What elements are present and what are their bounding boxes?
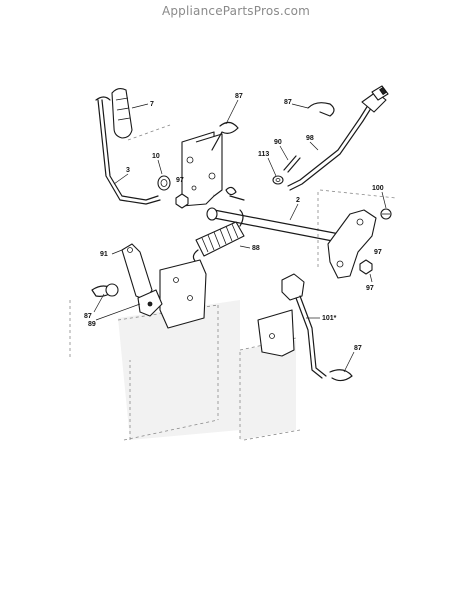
spring-washer[interactable] [157,175,171,191]
hairpin-clip-lower-right[interactable] [329,369,353,382]
flange-bolt[interactable] [380,208,392,220]
lift-lever-rod[interactable] [95,96,161,205]
callout-90: 90 [274,139,282,146]
callout-87-lower-right: 87 [354,345,362,352]
watermark: AppliancePartsPros.com [161,4,311,18]
callout-98: 98 [306,135,314,142]
callout-97-lower: 97 [366,285,374,292]
extension-spring[interactable] [192,209,245,263]
callout-labels: 7 87 87 98 90 113 10 97 3 100 2 97 88 97… [84,93,384,352]
callout-3: 3 [126,167,130,174]
callout-113: 113 [258,151,269,158]
lower-lever-with-switch[interactable] [281,273,327,379]
bell-crank-right[interactable] [327,209,377,279]
hairpin-clip-rod[interactable] [307,102,335,117]
callout-87-top: 87 [235,93,243,100]
lift-handle-grip[interactable] [111,87,133,139]
callout-100: 100 [372,185,384,192]
leader-lines [93,99,387,373]
callout-91: 91 [100,251,108,258]
callout-97-upper: 97 [176,177,184,184]
callout-88: 88 [252,245,260,252]
hairpin-clip-lower-left[interactable] [91,283,119,297]
callout-7: 7 [150,101,154,108]
hairpin-clip-top[interactable] [211,121,239,151]
callout-87-lower-left: 87 [84,313,92,320]
callout-87-rod: 87 [284,99,292,106]
right-frame-bracket [257,309,295,357]
left-bracket[interactable] [137,259,207,329]
clevis-pin[interactable] [283,155,301,173]
lift-link-left[interactable] [121,243,153,301]
coil-spring-small [225,186,245,201]
mount-bracket [181,131,223,207]
callout-2: 2 [296,197,300,204]
callout-89: 89 [88,321,96,328]
callout-10: 10 [152,153,160,160]
hex-nut-right[interactable] [359,259,373,275]
callout-97-right: 97 [374,249,382,256]
adjust-rod-with-knob[interactable] [287,85,389,191]
callout-101: 101* [322,315,337,322]
flat-washer[interactable] [272,175,284,185]
deck-shading [69,124,397,441]
